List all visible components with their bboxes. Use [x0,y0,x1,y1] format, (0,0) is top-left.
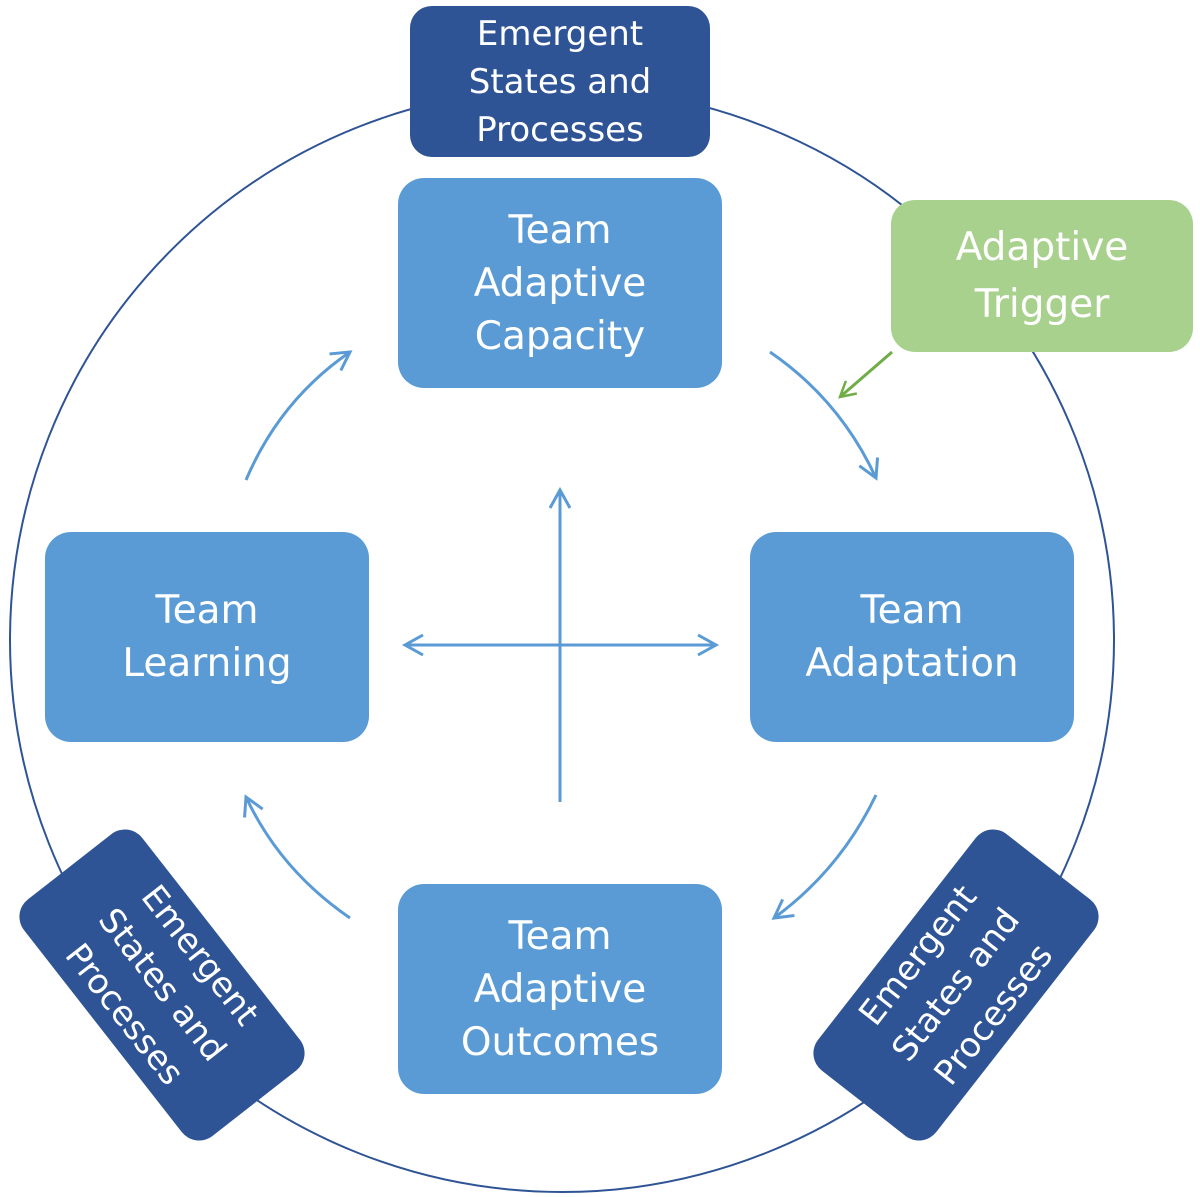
emergent-states-top-label: Emergent States and Processes [469,10,651,154]
adaptation-line-1: Team [860,588,964,633]
emergent-top-line-3: Processes [476,109,644,150]
outcomes-line-3: Outcomes [460,1019,660,1065]
learning-line-1: Team [155,588,259,633]
team-adaptive-capacity-label: Team Adaptive Capacity [474,204,647,363]
arrow-capacity-to-adaptation [769,350,880,481]
adaptive-trigger-box: Adaptive Trigger [891,200,1193,352]
arrow-learning-to-capacity [244,350,353,481]
capacity-line-2: Adaptive [473,260,647,306]
team-adaptive-capacity-box: Team Adaptive Capacity [398,178,722,388]
arrow-outcomes-to-learning [243,794,351,920]
emergent-states-top: Emergent States and Processes [410,6,710,157]
team-adaptation-box: Team Adaptation [750,532,1074,742]
emergent-top-line-2: States and [468,61,652,102]
adaptation-line-2: Adaptation [805,641,1019,686]
team-adaptive-outcomes-label: Team Adaptive Outcomes [461,910,659,1069]
capacity-line-3: Capacity [474,313,646,359]
outcomes-line-2: Adaptive [473,966,647,1012]
arrow-trigger [838,350,893,399]
arrow-adaptation-to-outcomes [771,794,878,920]
outcomes-line-1: Team [508,913,612,959]
learning-line-2: Learning [122,641,292,686]
team-learning-label: Team Learning [122,584,291,690]
team-adaptive-outcomes-box: Team Adaptive Outcomes [398,884,722,1094]
team-adaptation-label: Team Adaptation [805,584,1018,690]
adaptive-trigger-label: Adaptive Trigger [956,219,1129,333]
emergent-top-line-1: Emergent [476,13,644,54]
trigger-line-1: Adaptive [955,225,1129,270]
trigger-line-2: Trigger [974,282,1110,327]
team-learning-box: Team Learning [45,532,369,742]
capacity-line-1: Team [508,207,612,253]
